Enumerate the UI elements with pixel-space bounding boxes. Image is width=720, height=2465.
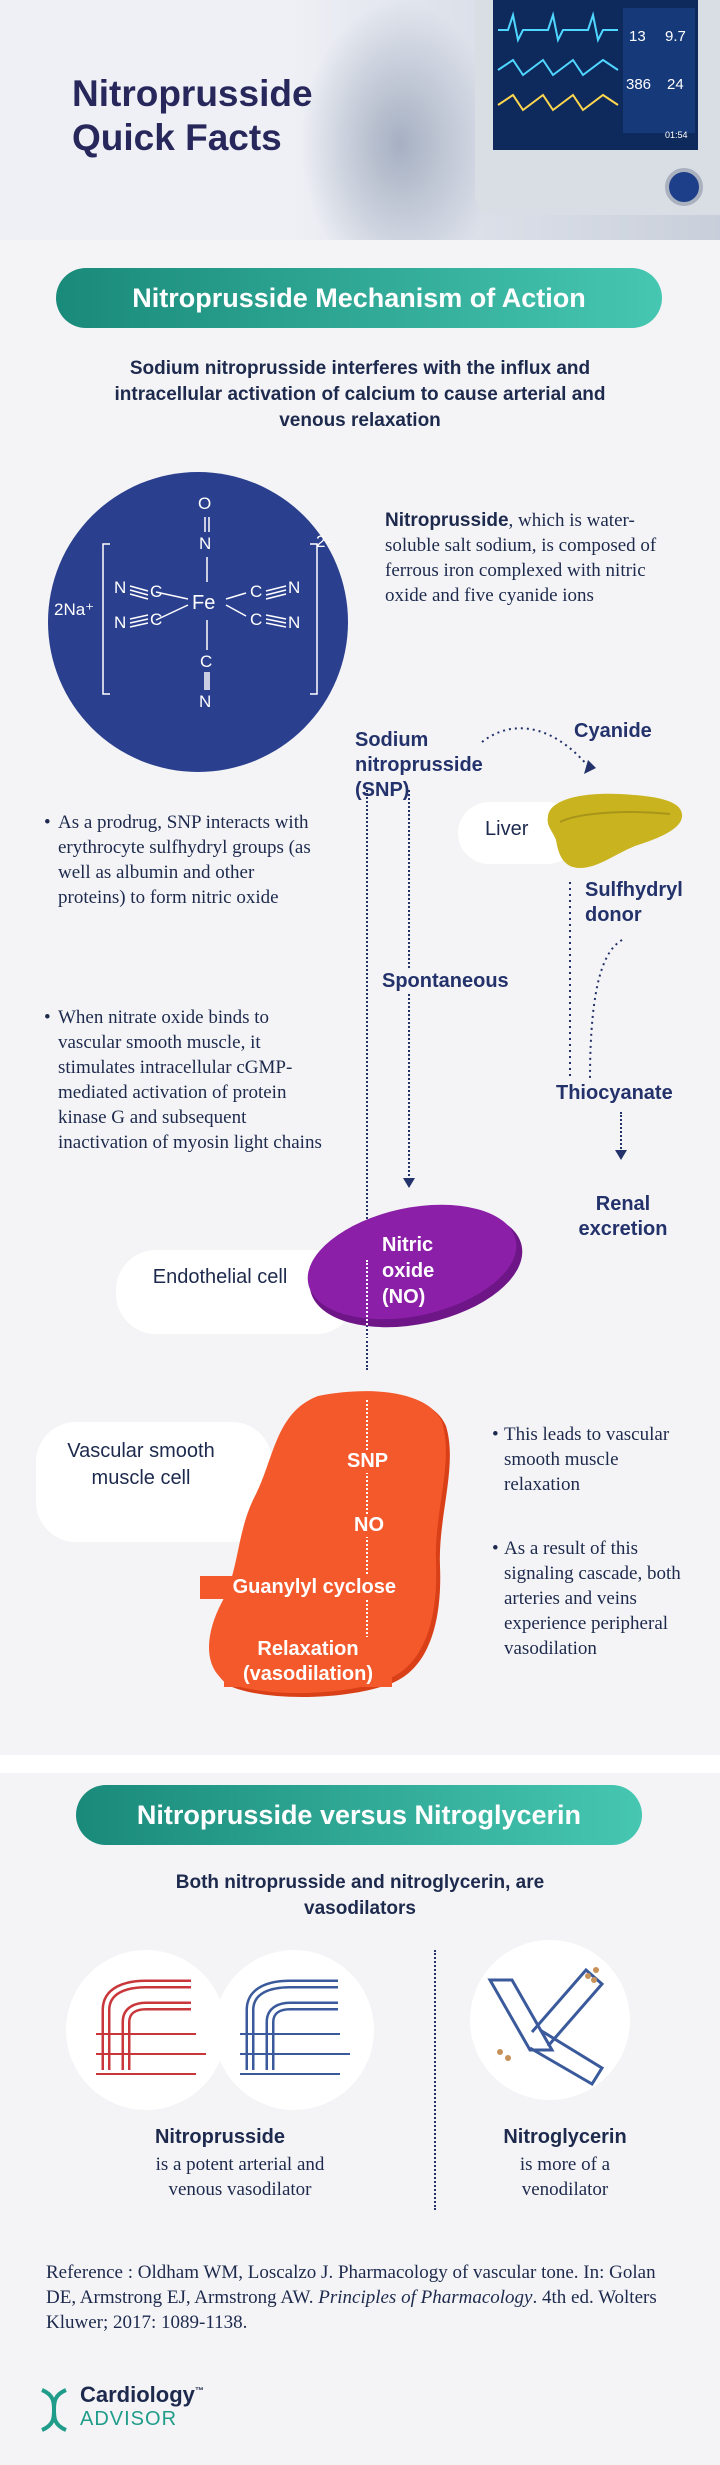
label-vascular: Vascular smooth muscle cell <box>67 1440 215 1489</box>
nitroprusside-desc: is a potent arterial and venous vasodila… <box>155 2154 325 2200</box>
bullet-cascade: •As a result of this signaling cascade, … <box>492 1538 681 1659</box>
label-spontaneous: Spontaneous <box>382 970 509 993</box>
molecule-description: Nitroprusside, which is water-soluble sa… <box>385 510 657 606</box>
molecule-charge: 2- <box>316 532 332 551</box>
label-cyanide: Cyanide <box>574 720 652 742</box>
arrow-cyanide <box>481 727 596 774</box>
atom-o: O <box>198 494 212 513</box>
atom-c-bottom: C <box>200 652 213 671</box>
bullet-prodrug: •As a prodrug, SNP interacts with erythr… <box>44 812 311 908</box>
label-sulfhydryl: Sulfhydryl donor <box>585 879 683 926</box>
label-snp: Sodium nitroprusside (SNP) <box>355 729 483 801</box>
label-guanylyl: Guanylyl cyclose <box>200 1576 400 1599</box>
blurred-background <box>300 0 500 240</box>
endothelial-cell-shape <box>307 1204 523 1328</box>
artery-icon-circle-1 <box>66 1950 226 2110</box>
molecule-diagram: 2Na⁺ 2- O N Fe C N N C N C C N C N <box>48 472 348 772</box>
dna-icon <box>41 2388 67 2432</box>
label-muscle-no: NO <box>350 1514 388 1537</box>
brand-line1: Cardiology™ <box>80 2382 204 2407</box>
atom-c-left-2: C <box>150 610 163 629</box>
atom-n-left-2: N <box>114 613 127 632</box>
bullet-nitrate: •When nitrate oxide binds to vascular sm… <box>44 1007 322 1153</box>
section-title-mechanism: Nitroprusside Mechanism of Action <box>56 268 662 328</box>
monitor-value-1: 13 <box>629 28 646 45</box>
section-title-comparison: Nitroprusside versus Nitroglycerin <box>76 1785 642 1845</box>
monitor-clock: 01:54 <box>665 130 688 140</box>
nitroglycerin-desc: is more of a venodilator <box>519 2154 611 2200</box>
atom-c-left-1: C <box>150 582 163 601</box>
arrow-sulfhydryl <box>569 882 623 1080</box>
atom-n-right-2: N <box>288 613 301 632</box>
atom-n-top: N <box>199 534 212 553</box>
arrowhead-spontaneous <box>403 1178 415 1188</box>
monitor-value-4: 24 <box>667 76 684 93</box>
comparison-intro: Both nitroprusside and nitroglycerin, ar… <box>175 1872 545 1919</box>
cardiology-advisor-logo: Cardiology™ ADVISOR <box>36 2382 236 2442</box>
nitroglycerin-name: Nitroglycerin <box>503 2126 627 2148</box>
monitor-value-3: 386 <box>626 76 652 93</box>
atom-c-right-1: C <box>250 582 263 601</box>
monitor-value-2: 9.7 <box>665 28 686 45</box>
label-relaxation: Relaxation (vasodilation) <box>224 1637 392 1687</box>
liver-icon <box>547 793 683 868</box>
label-renal: Renal excretion <box>578 1193 668 1240</box>
atom-fe: Fe <box>192 592 216 614</box>
brand-line2: ADVISOR <box>80 2408 178 2430</box>
vascular-card <box>36 1422 272 1542</box>
vein-icon-circle <box>470 1940 630 2100</box>
bullet-relaxation: •This leads to vascular smooth muscle re… <box>492 1424 670 1495</box>
line-snp-endothelial <box>366 790 368 1370</box>
arrowhead-renal <box>615 1150 627 1160</box>
label-nitric-oxide: Nitric oxide (NO) <box>382 1234 435 1308</box>
label-endothelial: Endothelial cell <box>152 1266 288 1288</box>
monitor-screen: 13 9.7 386 24 01:54 <box>493 0 698 150</box>
monitor-knob <box>665 168 703 206</box>
line-through-endothelial <box>366 1260 368 1340</box>
label-muscle-snp: SNP <box>343 1450 393 1473</box>
reference-text: Reference : Oldham WM, Loscalzo J. Pharm… <box>46 2262 657 2333</box>
section-divider <box>0 1755 720 1773</box>
atom-c-right-2: C <box>250 610 263 629</box>
nitroprusside-name: Nitroprusside <box>154 2126 286 2148</box>
label-liver: Liver <box>485 818 529 840</box>
comparison-divider <box>434 1950 436 2210</box>
molecule-cation: 2Na⁺ <box>54 600 95 619</box>
artery-icon-circle-2 <box>214 1950 374 2110</box>
atom-n-bottom: N <box>199 692 212 711</box>
atom-n-right-1: N <box>288 578 301 597</box>
label-thiocyanate: Thiocyanate <box>556 1082 673 1104</box>
patient-monitor-image: 13 9.7 386 24 01:54 <box>475 0 720 215</box>
atom-n-left-1: N <box>114 578 127 597</box>
line-thiocyanate-renal <box>620 1112 622 1152</box>
mechanism-intro: Sodium nitroprusside interferes with the… <box>114 358 606 431</box>
page-title: Nitroprusside Quick Facts <box>72 73 313 158</box>
header-banner: Nitroprusside Quick Facts 13 9.7 386 24 … <box>0 0 720 240</box>
